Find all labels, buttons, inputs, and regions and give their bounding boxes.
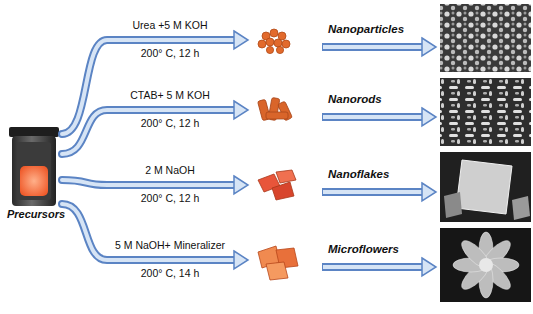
nanoflake-icon [258,170,296,200]
product-node: Microflowers [250,240,425,280]
sem-image [440,4,531,302]
product-node: Nanoflakes [250,165,425,205]
product-node: Nanorods [250,90,425,130]
product-node: Nanoparticles [250,20,425,60]
reaction-arrow [62,176,248,194]
reaction-arrow [62,204,248,269]
reaction-condition: CTAB+ 5 M KOH [130,89,209,101]
arrow-fill [62,180,236,185]
node-label: Nanoparticles [328,23,404,35]
arrow-outline [62,180,236,185]
reaction-condition: 200° C, 12 h [141,117,200,129]
reaction-condition: 200° C, 12 h [141,47,200,59]
node-label: Precursors [2,208,70,220]
arrow-outline [62,204,236,260]
reaction-condition: 5 M NaOH+ Mineralizer [115,239,225,251]
arrow-outline [62,110,236,154]
node-label: Nanoflakes [328,168,389,180]
reaction-condition: Urea +5 M KOH [133,19,208,31]
precursor-node: Precursors [2,122,70,220]
node-label: Nanorods [328,93,382,105]
reaction-arrow [62,101,248,154]
arrow-fill [62,110,236,154]
arrow-fill [62,204,236,260]
autoclave-jar [9,127,59,206]
node-label: Microflowers [328,243,399,255]
reaction-condition: 2 M NaOH [145,164,195,176]
nanorod-icon [258,97,293,120]
microflower-icon [258,246,298,280]
reaction-condition: 200° C, 12 h [141,192,200,204]
label-arrow [322,38,436,276]
reaction-condition: 200° C, 14 h [141,267,200,279]
nanoparticle-icon [258,29,290,54]
